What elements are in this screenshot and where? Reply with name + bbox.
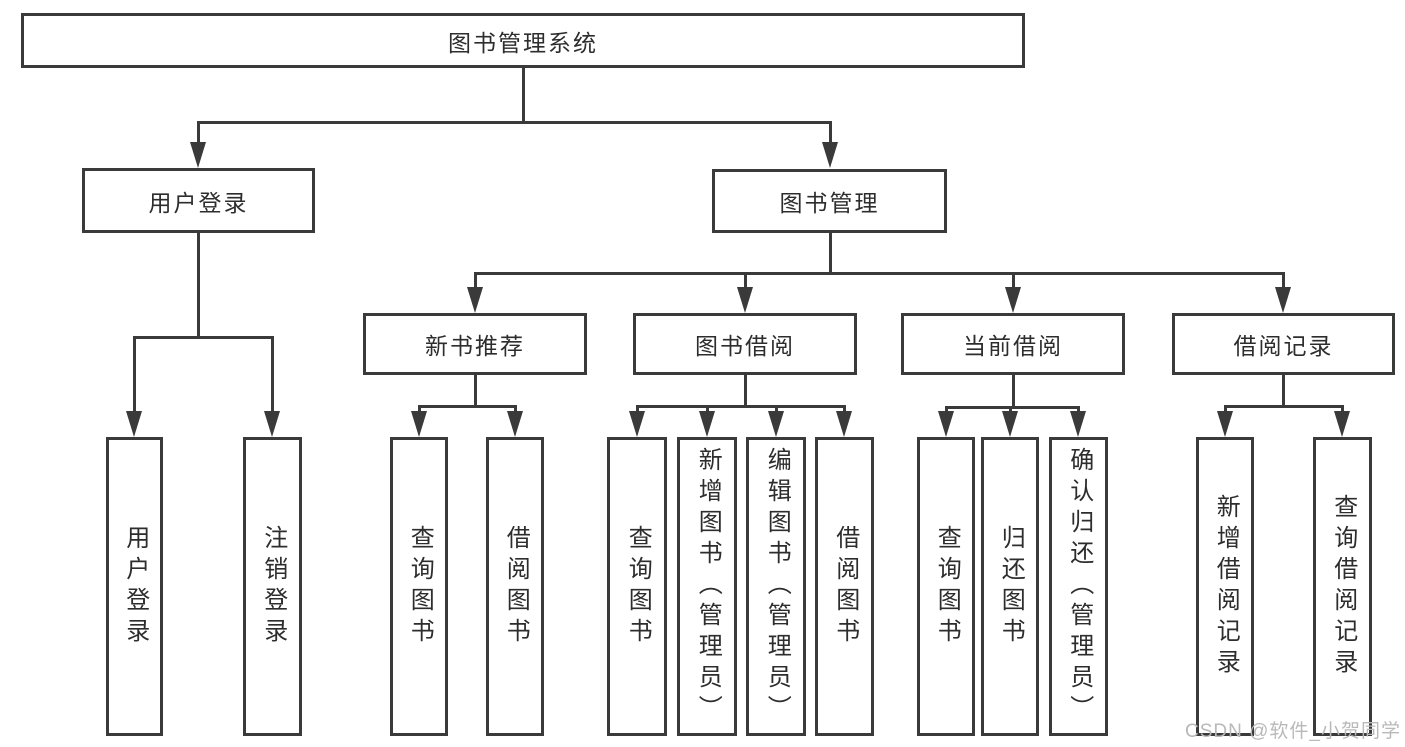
connector-line xyxy=(743,375,747,408)
node-cb-query: 查询图书 xyxy=(917,437,975,736)
node-nbr-query: 查询图书 xyxy=(390,437,448,736)
node-label: 注销登录 xyxy=(259,524,287,649)
arrow-down-icon xyxy=(699,411,715,437)
node-book-borrow: 图书借阅 xyxy=(633,313,857,375)
arrow-down-icon xyxy=(737,287,753,313)
connector-line xyxy=(196,233,200,339)
connector-line xyxy=(473,375,477,408)
arrow-down-icon xyxy=(1334,411,1350,437)
arrow-down-icon xyxy=(190,142,206,168)
node-label: 查询图书 xyxy=(933,524,961,649)
arrow-down-icon xyxy=(629,411,645,437)
node-bb-borrow: 借阅图书 xyxy=(815,437,874,736)
connector-line xyxy=(1011,272,1015,295)
arrow-down-icon xyxy=(836,411,852,437)
arrow-down-icon xyxy=(822,142,838,168)
node-label: 借阅记录 xyxy=(1233,333,1334,359)
node-label: 归还图书 xyxy=(997,524,1025,649)
arrow-down-icon xyxy=(264,411,280,437)
node-ul-logout: 注销登录 xyxy=(243,437,302,736)
node-user-login: 用户登录 xyxy=(82,168,315,233)
connector-line xyxy=(635,405,846,408)
connector-line xyxy=(473,272,1285,275)
connector-line xyxy=(196,121,200,150)
node-label: 查询借阅记录 xyxy=(1329,493,1357,680)
node-label: 查询图书 xyxy=(406,524,434,649)
arrow-down-icon xyxy=(1005,287,1021,313)
connector-line xyxy=(132,336,136,419)
node-br-add: 新增借阅记录 xyxy=(1196,437,1254,736)
node-label: 确认归还（管理员） xyxy=(1065,447,1093,726)
node-label: 查询图书 xyxy=(624,524,652,649)
node-label: 图书管理 xyxy=(779,190,880,216)
node-label: 用户登录 xyxy=(148,189,249,216)
arrow-down-icon xyxy=(467,287,483,313)
connector-line xyxy=(1011,375,1015,409)
arrow-down-icon xyxy=(126,411,142,437)
connector-line xyxy=(196,121,832,124)
node-bb-edit: 编辑图书（管理员） xyxy=(746,437,806,736)
node-label: 图书管理系统 xyxy=(448,29,598,56)
arrow-down-icon xyxy=(768,411,784,437)
connector-line xyxy=(132,336,274,339)
arrow-down-icon xyxy=(411,411,427,437)
arrow-down-icon xyxy=(1217,411,1233,437)
arrow-down-icon xyxy=(507,411,523,437)
node-bb-add: 新增图书（管理员） xyxy=(677,437,737,736)
connector-line xyxy=(1223,405,1344,408)
connector-line xyxy=(828,233,832,275)
connector-line xyxy=(521,68,525,124)
arrow-down-icon xyxy=(1002,411,1018,437)
node-bb-query: 查询图书 xyxy=(607,437,667,736)
node-label: 借阅图书 xyxy=(831,524,859,649)
connector-line xyxy=(473,272,477,295)
node-book-mgmt: 图书管理 xyxy=(712,169,947,233)
node-cb-confirm: 确认归还（管理员） xyxy=(1049,437,1108,736)
node-label: 编辑图书（管理员） xyxy=(763,447,791,726)
connector-line xyxy=(828,121,832,150)
connector-line xyxy=(417,405,517,408)
node-ul-login: 用户登录 xyxy=(106,437,163,736)
arrow-down-icon xyxy=(1275,287,1291,313)
node-borrow-records: 借阅记录 xyxy=(1172,313,1395,375)
connector-line xyxy=(944,406,1080,409)
connector-line xyxy=(1281,375,1285,408)
connector-line xyxy=(743,272,747,295)
node-label: 新增图书（管理员） xyxy=(694,447,722,726)
connector-line xyxy=(270,336,274,419)
node-br-query: 查询借阅记录 xyxy=(1313,437,1372,736)
node-label: 新书推荐 xyxy=(425,333,525,359)
node-current-borrow: 当前借阅 xyxy=(901,313,1125,375)
node-label: 新增借阅记录 xyxy=(1212,493,1240,680)
node-label: 图书借阅 xyxy=(695,333,795,359)
arrow-down-icon xyxy=(1070,411,1086,437)
node-new-book-rec: 新书推荐 xyxy=(363,313,587,375)
node-cb-return: 归还图书 xyxy=(981,437,1039,736)
node-root: 图书管理系统 xyxy=(21,13,1025,68)
watermark: CSDN @软件_小贺同学 xyxy=(1185,721,1401,742)
node-label: 借阅图书 xyxy=(502,524,530,649)
node-label: 当前借阅 xyxy=(963,333,1063,359)
arrow-down-icon xyxy=(938,411,954,437)
node-nbr-borrow: 借阅图书 xyxy=(486,437,544,736)
connector-line xyxy=(1281,272,1285,295)
node-label: 用户登录 xyxy=(121,524,149,649)
